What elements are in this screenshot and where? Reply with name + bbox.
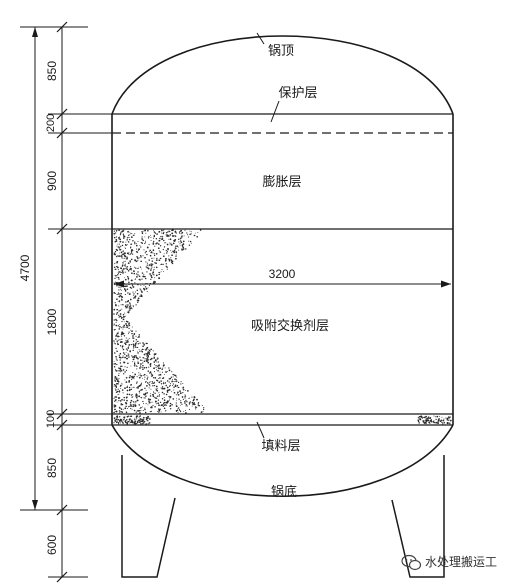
adsorbent-layer-height-label: 1800 <box>45 308 59 335</box>
leg-height-label: 600 <box>45 535 59 555</box>
packing-media-speckle-right <box>417 415 452 425</box>
packing-layer-leader <box>256 421 265 439</box>
packing-layer-label: 填料层 <box>261 439 300 454</box>
watermark: 水处理搬运工 <box>401 554 497 571</box>
tick-577 <box>56 571 68 583</box>
top-head-leader <box>256 32 265 45</box>
bottom-head-curve <box>111 424 454 498</box>
total-arrow-top <box>32 27 38 37</box>
top-head-height-label: 850 <box>45 61 59 81</box>
vessel-body <box>111 35 454 498</box>
diameter-label: 3200 <box>269 267 296 281</box>
tick-114 <box>56 108 68 120</box>
diameter-dimension: 3200 <box>114 267 451 288</box>
protective-layer-leader <box>270 100 280 123</box>
tick-425 <box>56 419 68 431</box>
tick-229 <box>56 223 68 235</box>
expansion-layer-height-label: 900 <box>45 171 59 191</box>
diameter-arrow-right <box>441 280 451 288</box>
tick-510 <box>56 504 68 516</box>
adsorbent-layer-label: 吸附交换剂层 <box>251 318 329 334</box>
diameter-arrow-left <box>114 280 124 288</box>
adsorbent-media-speckle <box>113 229 205 414</box>
layer-lines <box>112 113 453 426</box>
tick-133 <box>56 127 68 139</box>
segment-tick-marks <box>56 21 68 583</box>
support-legs <box>121 455 445 578</box>
packing-layer-height-label: 100 <box>45 410 57 428</box>
layer-labels: 锅顶 保护层 膨胀层 吸附交换剂层 填料层 锅底 <box>251 32 329 500</box>
bottom-head-height-label: 850 <box>45 458 59 478</box>
left-leg <box>121 455 176 578</box>
wechat-icon <box>401 554 422 571</box>
total-height-label: 4700 <box>18 254 32 281</box>
protective-layer-height-label: 200 <box>45 114 57 132</box>
protective-layer-label: 保护层 <box>278 86 317 101</box>
top-head-label: 锅顶 <box>268 43 294 59</box>
top-head-curve <box>111 35 454 115</box>
expansion-layer-label: 膨胀层 <box>262 175 301 190</box>
height-dimensions: 4700 850 200 900 1800 100 850 600 <box>18 21 112 583</box>
tick-414 <box>56 408 68 420</box>
bottom-head-label: 锅底 <box>271 484 297 500</box>
right-leg <box>391 455 445 578</box>
packing-media-speckle-left <box>113 415 151 425</box>
tick-top <box>56 21 68 33</box>
watermark-text: 水处理搬运工 <box>425 554 497 569</box>
total-arrow-bottom <box>32 500 38 510</box>
media-speckle <box>113 229 452 425</box>
